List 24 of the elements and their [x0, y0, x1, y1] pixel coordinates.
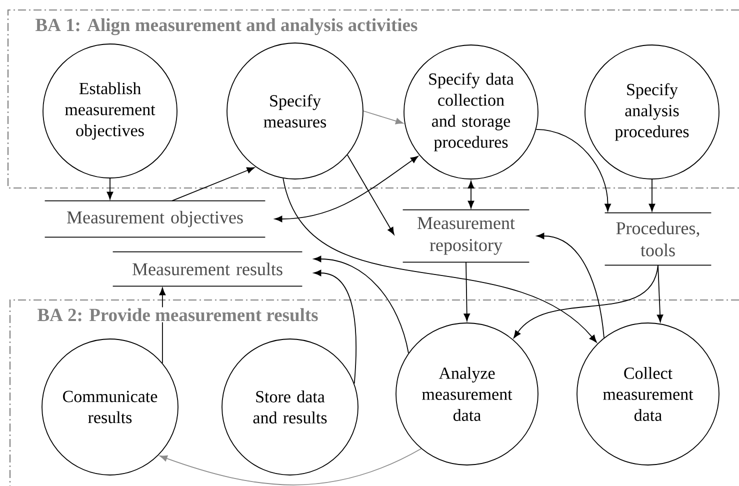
data-store: Measurement results: [112, 251, 303, 287]
arrow: [274, 156, 418, 222]
arrow: [314, 270, 357, 384]
arrow: [514, 264, 658, 338]
arrow: [172, 167, 255, 202]
arrow: [468, 180, 474, 208]
data-store: Measurement repository: [402, 209, 530, 263]
arrow: [464, 262, 470, 322]
arrow: [347, 154, 394, 235]
band-heading: BA 1: Align measurement and analysis activities: [34, 17, 419, 36]
arrow: [314, 256, 409, 354]
band-frame: [7, 9, 739, 189]
arrow: [363, 110, 404, 124]
arrow: [648, 179, 656, 212]
band-heading: BA 2: Provide measurement results: [36, 307, 320, 322]
arrow: [160, 448, 422, 486]
arrow: [536, 232, 604, 338]
arrow: [656, 264, 664, 322]
data-store: Measurement objectives: [44, 200, 266, 238]
arrow: [536, 129, 611, 212]
band-frame: [9, 299, 739, 486]
arrow: [106, 178, 114, 200]
data-store: Procedures, tools: [604, 212, 712, 266]
arrow: [282, 178, 597, 343]
